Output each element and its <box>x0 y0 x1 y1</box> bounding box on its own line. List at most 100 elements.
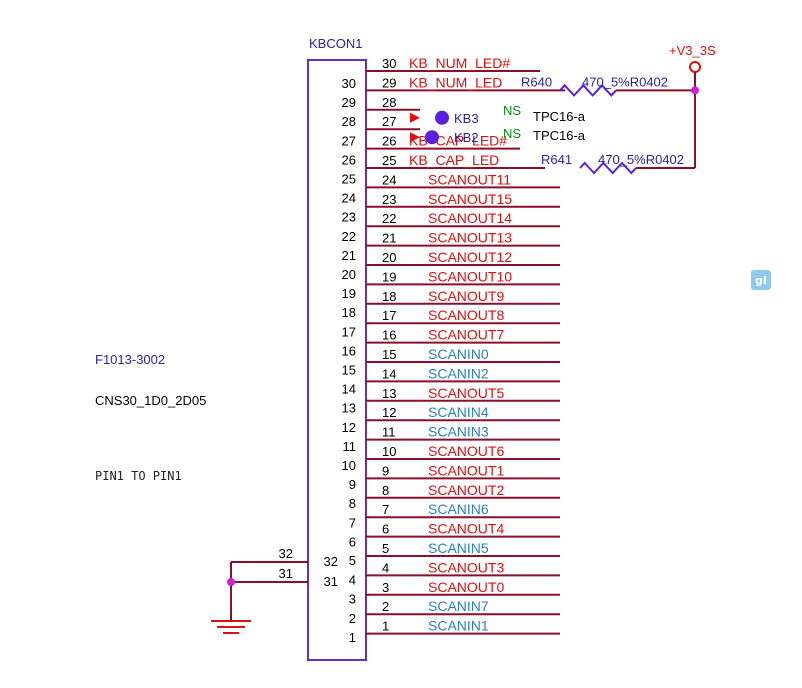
mount-pin-number: 32 <box>324 554 338 569</box>
mount-pin-number: 32 <box>279 546 293 561</box>
net-label: SCANOUT5 <box>428 385 504 401</box>
body-pin-number: 2 <box>349 611 356 626</box>
net-label: SCANIN2 <box>428 365 489 381</box>
body-pin-number: 26 <box>342 152 356 167</box>
net-label: SCANOUT8 <box>428 307 504 323</box>
net-label: SCANOUT6 <box>428 443 504 459</box>
test-point-ns: NS <box>503 126 521 141</box>
net-label: SCANOUT9 <box>428 288 504 304</box>
net-pin-number: 30 <box>382 56 396 71</box>
arrow-icon <box>410 112 420 123</box>
resistor-symbol[interactable] <box>579 161 637 175</box>
body-pin-number: 8 <box>349 496 356 511</box>
test-point-ns: NS <box>503 103 521 118</box>
body-pin-number: 28 <box>342 114 356 129</box>
test-point-dot[interactable] <box>435 110 449 125</box>
body-pin-number: 16 <box>342 343 356 358</box>
body-pin-number: 4 <box>349 572 356 587</box>
net-pin-number: 25 <box>382 153 396 168</box>
net-label: SCANOUT3 <box>428 559 504 575</box>
resistor-name: R640 <box>521 74 552 89</box>
net-pin-number: 11 <box>382 425 396 440</box>
body-pin-number: 3 <box>349 592 356 607</box>
net-pin-number: 24 <box>382 172 396 187</box>
power-rail-label: +V3_3S <box>669 43 716 58</box>
net-pin-number: 16 <box>382 328 396 343</box>
badge-text: gI <box>755 273 767 287</box>
net-label: SCANOUT14 <box>428 210 512 226</box>
net-label: SCANOUT10 <box>428 268 512 284</box>
net-pin-number: 5 <box>382 541 389 556</box>
net-label: SCANOUT4 <box>428 521 504 537</box>
net-pin-number: 28 <box>382 95 396 110</box>
net-label: SCANOUT13 <box>428 230 512 246</box>
net-pin-number: 12 <box>382 405 396 420</box>
test-point-dot[interactable] <box>425 130 439 145</box>
net-label: SCANIN1 <box>428 618 489 634</box>
net-pin-number: 17 <box>382 308 396 323</box>
net-pin-number: 1 <box>382 619 389 634</box>
net-label: SCANOUT1 <box>428 462 504 478</box>
net-pin-number: 21 <box>382 231 396 246</box>
net-label: SCANIN7 <box>428 598 489 614</box>
net-pin-number: 6 <box>382 522 389 537</box>
body-pin-number: 25 <box>342 172 356 187</box>
mount-pin-number: 31 <box>279 566 293 581</box>
body-pin-number: 27 <box>342 133 356 148</box>
net-pin-number: 3 <box>382 580 389 595</box>
net-pin-number: 18 <box>382 289 396 304</box>
junction-dot <box>691 86 699 95</box>
resistor-value: 470_5%R0402 <box>598 152 684 167</box>
net-pin-number: 14 <box>382 366 396 381</box>
power-symbol-circle <box>689 61 701 73</box>
net-label: SCANOUT11 <box>428 171 511 187</box>
test-point-name: KB2 <box>454 130 479 145</box>
junction-dot <box>227 578 235 586</box>
net-label: SCANOUT0 <box>428 579 504 595</box>
net-label: SCANIN6 <box>428 501 489 517</box>
net-pin-number: 8 <box>382 483 389 498</box>
body-pin-number: 12 <box>342 420 356 435</box>
net-pin-number: 29 <box>382 75 396 90</box>
net-label: KB_NUM_LED# <box>409 55 510 71</box>
resistor-value: 470_5%R0402 <box>582 74 668 89</box>
body-pin-number: 29 <box>342 95 356 110</box>
test-point-name: KB3 <box>454 111 479 126</box>
net-label: SCANIN3 <box>428 424 489 440</box>
test-point-type: TPC16-a <box>533 109 586 124</box>
connector-body[interactable] <box>307 59 367 661</box>
body-pin-number: 30 <box>342 76 356 91</box>
power-symbol[interactable]: +V3_3S <box>669 43 716 73</box>
net-pin-number: 15 <box>382 347 396 362</box>
refdes-label: KBCON1 <box>309 36 362 51</box>
body-pin-number: 22 <box>342 229 356 244</box>
body-pin-number: 10 <box>342 458 356 473</box>
ground-symbol[interactable] <box>211 620 251 634</box>
body-pin-number: 6 <box>349 534 356 549</box>
body-pin-number: 19 <box>342 286 356 301</box>
net-pin-number: 7 <box>382 502 389 517</box>
test-point-type: TPC16-a <box>533 128 586 143</box>
body-pin-number: 7 <box>349 515 356 530</box>
net-label: SCANOUT7 <box>428 327 504 343</box>
chat-bubble-icon[interactable]: gI <box>751 270 771 290</box>
net-pin-number: 2 <box>382 599 389 614</box>
net-pin-number: 23 <box>382 192 396 207</box>
body-pin-number: 14 <box>342 382 356 397</box>
footprint-label: CNS30_1D0_2D05 <box>95 393 206 408</box>
resistor-name: R641 <box>541 152 572 167</box>
body-pin-number: 17 <box>342 324 356 339</box>
dynamic-layer: 3029282726252423222120191817161514131211… <box>227 55 699 645</box>
net-pin-number: 27 <box>382 114 396 129</box>
part-number: F1013-3002 <box>95 352 165 367</box>
net-label: SCANOUT15 <box>428 191 512 207</box>
body-pin-number: 21 <box>342 248 356 263</box>
net-label: SCANIN5 <box>428 540 489 556</box>
body-pin-number: 20 <box>342 267 356 282</box>
net-label: SCANOUT2 <box>428 482 504 498</box>
net-pin-number: 19 <box>382 269 396 284</box>
resistor-symbol[interactable] <box>559 83 617 97</box>
net-pin-number: 9 <box>382 463 389 478</box>
net-label: SCANIN0 <box>428 346 489 362</box>
